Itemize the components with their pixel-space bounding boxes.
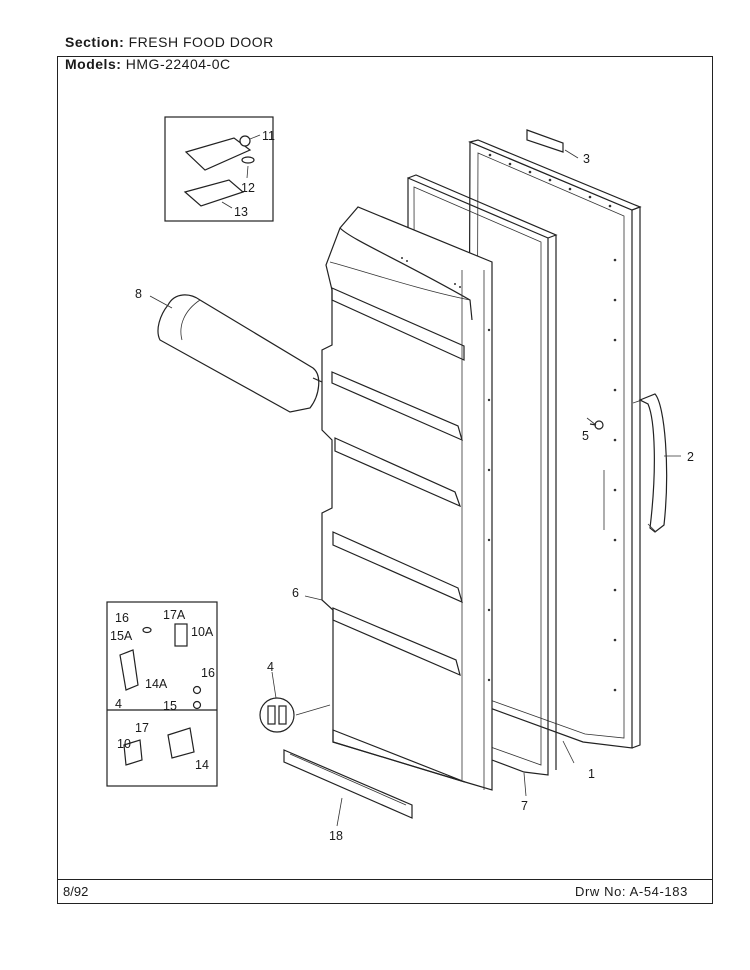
- callout-7: 7: [521, 799, 528, 813]
- callout-6: 6: [292, 586, 299, 600]
- footer-drawing-number: Drw No: A-54-183: [575, 884, 688, 899]
- door-liner: [321, 206, 493, 791]
- footer-date: 8/92: [63, 884, 89, 899]
- callout-11: 11: [262, 129, 275, 143]
- footer-divider: [57, 879, 713, 880]
- callout-10: 10: [117, 737, 131, 751]
- callout-17: 17: [135, 721, 149, 735]
- models-label: Models:: [65, 56, 122, 72]
- bottom-trim: [283, 749, 413, 819]
- upper-hinge-inset: [164, 116, 274, 222]
- callout-15: 15: [163, 699, 177, 713]
- nameplate: [526, 129, 564, 153]
- models-value: HMG-22404-0C: [125, 56, 231, 72]
- door-handle: [632, 393, 668, 533]
- hinge-assembly: [259, 697, 331, 733]
- door-outer-panel: [467, 139, 642, 749]
- callout-13: 13: [234, 205, 248, 219]
- section-title: Section: FRESH FOOD DOOR: [65, 34, 274, 50]
- section-value: FRESH FOOD DOOR: [128, 34, 274, 50]
- callout-16a: 16: [115, 611, 129, 625]
- screw-part: [589, 420, 604, 430]
- callout-4b: 4: [115, 697, 122, 711]
- section-label: Section:: [65, 34, 125, 50]
- callout-1: 1: [588, 767, 595, 781]
- callout-8: 8: [135, 287, 142, 301]
- callout-18: 18: [329, 829, 343, 843]
- callout-4: 4: [267, 660, 274, 674]
- lower-hinge-inset: [106, 601, 218, 787]
- callout-12: 12: [241, 181, 255, 195]
- callout-15a: 15A: [110, 629, 133, 643]
- callout-2: 2: [687, 450, 694, 464]
- callout-16b: 16: [201, 666, 215, 680]
- callout-17a: 17A: [163, 608, 186, 622]
- callout-5: 5: [582, 429, 589, 443]
- callout-10a: 10A: [191, 625, 214, 639]
- leader-lines: [149, 134, 681, 827]
- drawing-frame: [57, 56, 713, 904]
- callout-14a: 14A: [145, 677, 168, 691]
- callout-14: 14: [195, 758, 209, 772]
- dairy-door: [157, 294, 323, 413]
- models-title: Models: HMG-22404-0C: [65, 56, 231, 72]
- callout-3: 3: [583, 152, 590, 166]
